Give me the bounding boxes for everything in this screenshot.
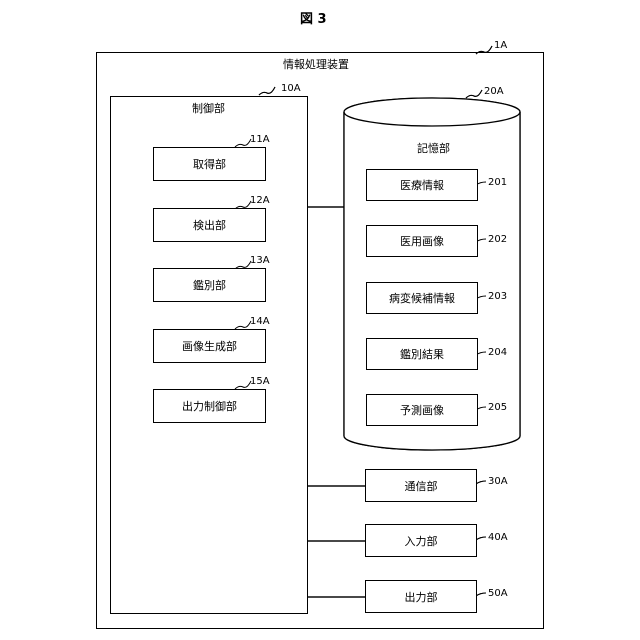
storage-item-ref: 205 (488, 402, 507, 413)
unit-label: 画像生成部 (182, 338, 237, 354)
storage-item-discrimination-result: 鑑別結果 (366, 338, 478, 370)
storage-label: 記憶部 (417, 140, 450, 156)
unit-label: 出力制御部 (182, 398, 237, 414)
storage-ref: 20A (484, 86, 504, 97)
unit-label: 検出部 (193, 217, 226, 233)
storage-item-medical-image: 医用画像 (366, 225, 478, 257)
storage-item-predicted-image: 予測画像 (366, 394, 478, 426)
unit-label: 鑑別部 (193, 277, 226, 293)
output-unit: 出力部 (365, 580, 477, 613)
input-unit: 入力部 (365, 524, 477, 557)
unit-ref: 15A (250, 376, 270, 387)
unit-detection: 検出部 (153, 208, 266, 242)
unit-output-control: 出力制御部 (153, 389, 266, 423)
peripheral-label: 通信部 (405, 478, 438, 494)
unit-discrimination: 鑑別部 (153, 268, 266, 302)
unit-ref: 13A (250, 255, 270, 266)
peripheral-label: 出力部 (405, 589, 438, 605)
unit-ref: 12A (250, 195, 270, 206)
storage-item-ref: 204 (488, 347, 507, 358)
peripheral-label: 入力部 (405, 533, 438, 549)
unit-ref: 14A (250, 316, 270, 327)
unit-acquisition: 取得部 (153, 147, 266, 181)
storage-item-label: 予測画像 (400, 402, 444, 418)
storage-item-label: 病変候補情報 (389, 290, 455, 306)
storage-item-lesion-candidate: 病変候補情報 (366, 282, 478, 314)
storage-item-label: 鑑別結果 (400, 346, 444, 362)
storage-item-ref: 203 (488, 291, 507, 302)
storage-item-ref: 201 (488, 177, 507, 188)
unit-label: 取得部 (193, 156, 226, 172)
storage-item-label: 医用画像 (400, 233, 444, 249)
peripheral-ref: 40A (488, 532, 508, 543)
unit-image-generation: 画像生成部 (153, 329, 266, 363)
peripheral-ref: 50A (488, 588, 508, 599)
unit-ref: 11A (250, 134, 270, 145)
peripheral-ref: 30A (488, 476, 508, 487)
communication-unit: 通信部 (365, 469, 477, 502)
storage-item-ref: 202 (488, 234, 507, 245)
storage-item-medical-info: 医療情報 (366, 169, 478, 201)
storage-item-label: 医療情報 (400, 177, 444, 193)
